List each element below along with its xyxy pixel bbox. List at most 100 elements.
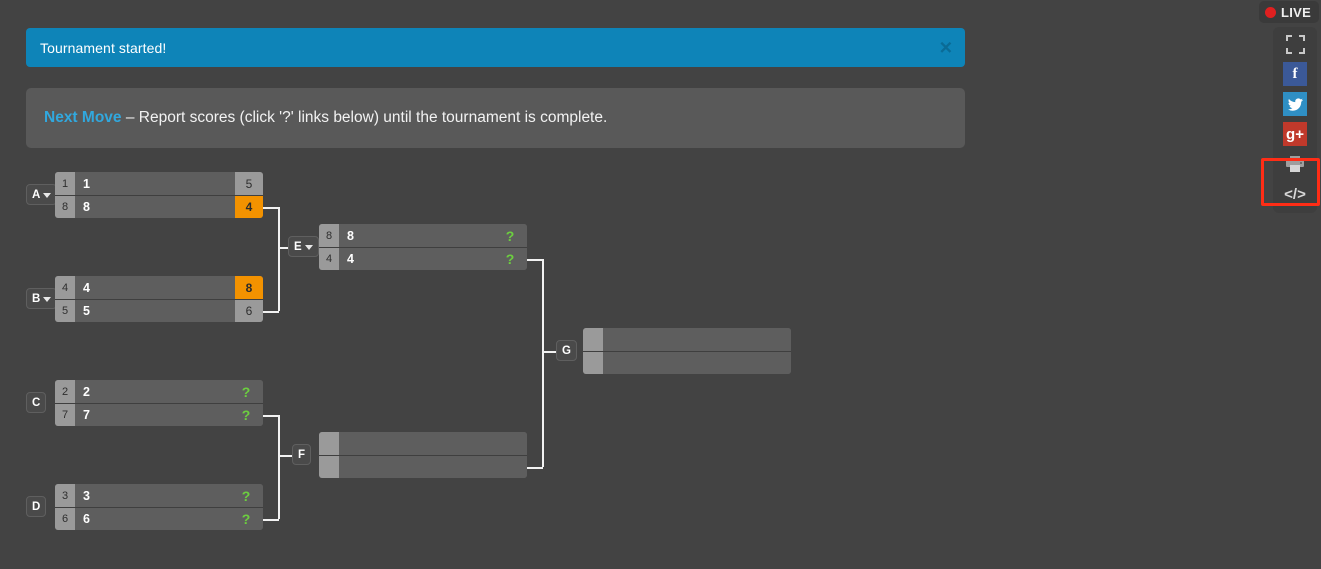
match-label-c[interactable]: C (26, 392, 47, 413)
seed-number: 1 (55, 172, 75, 195)
embed-glyph: </> (1284, 185, 1306, 203)
report-score-link[interactable]: ? (241, 487, 251, 504)
facebook-glyph: f (1283, 62, 1307, 86)
seed-number (583, 352, 603, 374)
bracket-connector (542, 351, 556, 353)
alert-message: Tournament started! (40, 39, 167, 56)
seed-number: 8 (55, 196, 75, 218)
seed-number: 8 (319, 224, 339, 247)
match-label-text: A (32, 188, 41, 201)
match-label-g[interactable]: G (556, 340, 577, 361)
match-row (583, 351, 791, 374)
bracket-connector (527, 467, 543, 469)
report-score-link[interactable]: ? (241, 511, 251, 527)
match-label-text: G (562, 344, 571, 357)
match-label-text: B (32, 292, 41, 305)
score-value (763, 352, 791, 374)
tournament-alert: Tournament started! ✕ (26, 28, 965, 67)
team-name: 4 (83, 280, 90, 295)
googleplus-icon[interactable]: g+ (1280, 121, 1310, 147)
team-name: 1 (83, 176, 90, 191)
chevron-down-icon[interactable] (304, 244, 313, 250)
seed-number (319, 432, 339, 455)
seed-number: 6 (55, 508, 75, 530)
bracket-connector (263, 415, 279, 417)
report-score-link[interactable]: ? (241, 383, 251, 400)
match-label-text: D (32, 500, 41, 513)
bracket-connector (278, 455, 294, 457)
team-name (339, 432, 499, 455)
bracket-connector (278, 207, 280, 311)
match-rows (319, 432, 527, 478)
next-move-panel: Next Move – Report scores (click '?' lin… (26, 88, 965, 148)
score-value: 5 (235, 172, 263, 195)
team-name: 8 (347, 228, 354, 243)
live-dot-icon (1265, 6, 1276, 18)
bracket-connector (527, 259, 543, 261)
match-label-text: C (32, 396, 41, 409)
match-label-text: F (298, 448, 306, 461)
next-move-label: Next Move (44, 109, 122, 126)
report-score-link[interactable]: ? (241, 407, 251, 423)
team-name (339, 456, 499, 478)
seed-number: 4 (55, 276, 75, 299)
match-row (583, 328, 791, 351)
match-label-a[interactable]: A (26, 184, 58, 205)
seed-number: 5 (55, 300, 75, 322)
close-icon[interactable]: ✕ (938, 38, 953, 57)
match-label-b[interactable]: B (26, 288, 58, 309)
report-score-link[interactable]: ? (505, 251, 515, 267)
bracket-connector (278, 415, 280, 519)
seed-number (319, 456, 339, 478)
match-row (319, 432, 527, 455)
team-name (603, 328, 763, 351)
score-value: 8 (235, 276, 263, 299)
seed-number: 4 (319, 248, 339, 270)
next-move-instruction: – Report scores (click '?' links below) … (121, 109, 608, 126)
twitter-glyph (1283, 92, 1307, 116)
team-name: 4 (347, 252, 354, 266)
bracket-connector (263, 519, 279, 521)
twitter-icon[interactable] (1280, 91, 1310, 117)
chevron-down-icon[interactable] (43, 296, 52, 302)
seed-number: 3 (55, 484, 75, 507)
print-icon[interactable] (1280, 151, 1310, 177)
fullscreen-icon[interactable] (1280, 31, 1310, 57)
live-label: LIVE (1281, 4, 1312, 20)
report-score-link[interactable]: ? (505, 227, 515, 244)
team-name: 8 (83, 200, 90, 214)
embed-code-icon[interactable]: </> (1280, 181, 1310, 207)
team-name: 3 (83, 488, 90, 503)
score-value: 4 (235, 196, 263, 218)
bracket-connector (542, 259, 544, 467)
score-value (499, 456, 527, 478)
match-label-d[interactable]: D (26, 496, 47, 517)
score-value (763, 328, 791, 351)
match-label-f[interactable]: F (292, 444, 312, 465)
facebook-icon[interactable]: f (1280, 61, 1310, 87)
seed-number: 2 (55, 380, 75, 403)
score-value (499, 432, 527, 455)
bracket-connector (278, 247, 290, 249)
match-label-e[interactable]: E (288, 236, 319, 257)
match-row (319, 455, 527, 478)
next-move-text: Next Move – Report scores (click '?' lin… (44, 109, 607, 127)
score-value: 6 (235, 300, 263, 322)
team-name: 5 (83, 304, 90, 318)
chevron-down-icon[interactable] (43, 192, 52, 198)
